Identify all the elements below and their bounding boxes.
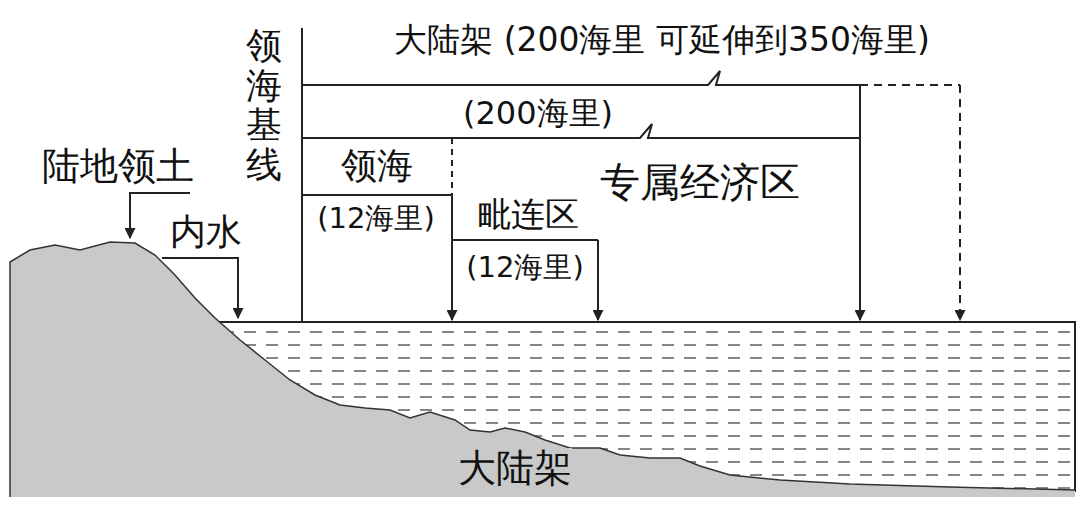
land-label: 陆地领土: [42, 146, 194, 188]
shelf-label: 大陆架 (200海里 可延伸到350海里): [394, 22, 930, 58]
land-profile: [10, 242, 1075, 497]
contiguous-zone-label: 毗连区: [477, 196, 579, 233]
shelf-extension-bracket: [860, 84, 960, 86]
internal-water-label: 内水: [170, 212, 242, 252]
baseline-label: 领海基线: [246, 26, 282, 184]
eez-width-label: (200海里): [463, 96, 613, 131]
territorial-sea-label: 领海: [341, 146, 413, 186]
shelf-bracket: [302, 71, 860, 85]
contiguous-zone-arrow: [597, 240, 599, 320]
territorial-sea-bracket: [302, 194, 452, 196]
contiguous-zone-bracket: [452, 239, 598, 241]
territorial-sea-arrow: [451, 195, 453, 320]
territorial-sea-width-label: (12海里): [317, 203, 435, 235]
territorial-sea-divider: [451, 138, 453, 195]
shelf-extension-arrow: [959, 85, 961, 320]
land-body: [10, 242, 1075, 497]
internal-water-leader: [162, 258, 238, 318]
baseline-line: [301, 28, 303, 322]
eez-label: 专属经济区: [600, 160, 800, 204]
shelf-bottom-label: 大陆架: [458, 448, 572, 490]
shelf-limit-arrow: [859, 85, 861, 320]
contiguous-zone-width-label: (12海里): [466, 252, 584, 284]
